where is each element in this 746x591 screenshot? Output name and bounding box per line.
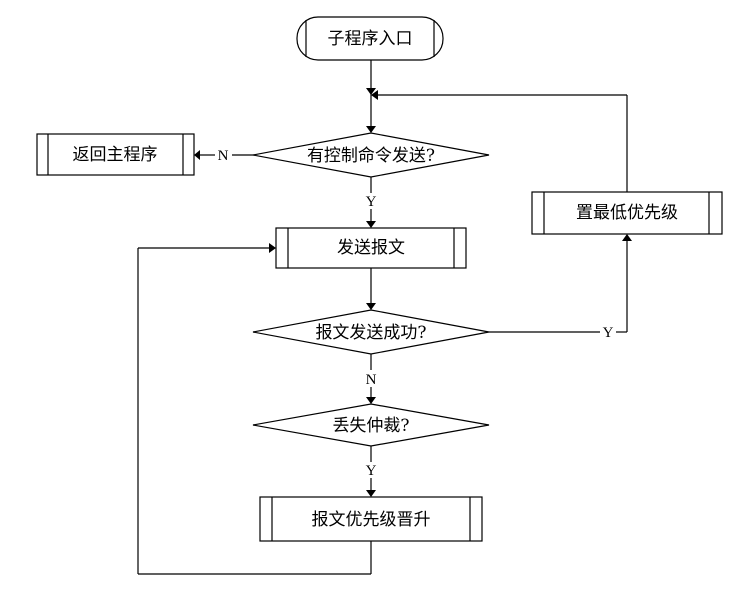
connectors (137, 60, 632, 575)
return-main-label: 返回主程序 (73, 145, 158, 165)
edge-label-control-no: N (218, 148, 229, 164)
set-lowest-priority-node: 置最低优先级 (531, 191, 723, 235)
decision-control-command: 有控制命令发送? (252, 132, 490, 178)
decision-success-label: 报文发送成功? (315, 323, 426, 343)
decision-control-label: 有控制命令发送? (307, 146, 435, 166)
start-label: 子程序入口 (328, 29, 413, 49)
send-message-label: 发送报文 (337, 238, 405, 258)
decision-send-success: 报文发送成功? (252, 309, 490, 355)
set-lowest-label: 置最低优先级 (576, 203, 678, 223)
decision-arbitration-label: 丢失仲裁? (332, 416, 409, 436)
edge-label-arbitration-yes: Y (366, 463, 377, 479)
return-main-node: 返回主程序 (36, 133, 195, 176)
send-message-node: 发送报文 (275, 227, 467, 269)
edge-label-control-yes: Y (366, 194, 377, 210)
edge-label-success-no: N (366, 372, 377, 388)
edge-label-success-yes: Y (603, 325, 614, 341)
raise-priority-label: 报文优先级晋升 (312, 510, 431, 530)
raise-priority-node: 报文优先级晋升 (259, 496, 483, 542)
decision-lost-arbitration: 丢失仲裁? (252, 403, 490, 447)
start-node: 子程序入口 (296, 16, 444, 61)
edge-labels: N Y Y N Y (218, 148, 614, 479)
